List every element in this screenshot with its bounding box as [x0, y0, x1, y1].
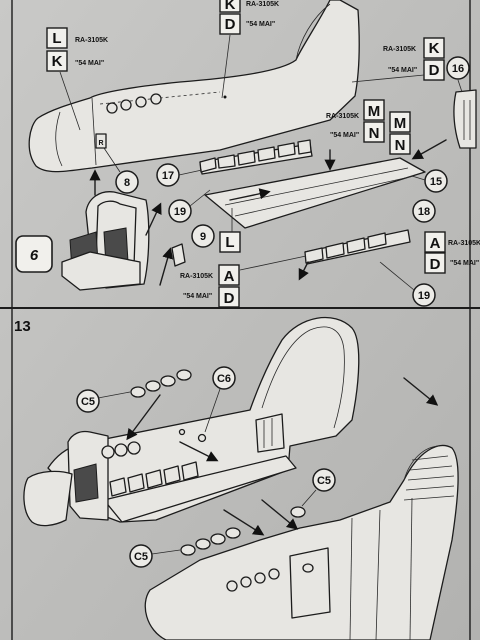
c5-windows-bottom	[180, 527, 241, 556]
decal-a-center: A	[224, 268, 235, 285]
c6-label: C6	[217, 373, 231, 385]
decal-reg-ad-right: RA-3105K	[448, 240, 480, 247]
decal-reg-right: RA-3105K	[383, 46, 416, 53]
decal-a-right: A	[430, 235, 441, 252]
decal-l: L	[52, 30, 61, 47]
step-13-assembly: 13 C5	[14, 316, 459, 640]
decal-m-1: M	[368, 103, 381, 120]
part-15-label: 15	[430, 176, 442, 188]
part-18-seats	[304, 229, 411, 265]
decal-reg-top: RA-3105K	[246, 1, 279, 8]
c5-label-right: C5	[317, 475, 331, 487]
c5-windows-top	[130, 369, 192, 398]
decal-d-top: D	[225, 16, 236, 33]
decal-reg-mn: RA-3105K	[326, 113, 359, 120]
decal-reg-label: RA-3105K	[75, 37, 108, 44]
part-18-label: 18	[418, 206, 430, 218]
decal-n-1: N	[369, 125, 380, 142]
decal-l-center: L	[225, 234, 234, 251]
c5-label-top: C5	[81, 396, 95, 408]
part-9-label: 9	[200, 231, 206, 243]
decal-box-k	[46, 50, 68, 72]
step-13-number: 13	[14, 318, 31, 335]
part-19-label-a: 19	[174, 206, 186, 218]
decal-m-2: M	[394, 115, 407, 132]
decal-d-center: D	[224, 290, 235, 307]
decal-name-mn: "54 MAI"	[330, 132, 359, 139]
part-r-label: R	[98, 140, 103, 147]
c5-label-bottom: C5	[134, 551, 148, 563]
decal-k-right: K	[429, 40, 440, 57]
part-8-label: 8	[124, 177, 130, 189]
part-16-label: 16	[452, 63, 464, 75]
step-13-seats	[109, 461, 199, 497]
decal-name-ad-center: "54 MAI"	[183, 293, 212, 300]
decal-name-top: "54 MAI"	[246, 21, 275, 28]
decal-k-top: K	[225, 0, 236, 13]
decal-name-label: "54 MAI"	[75, 60, 104, 67]
decal-name-ad-right: "54 MAI"	[450, 260, 479, 267]
decal-reg-ad-center: RA-3105K	[180, 273, 213, 280]
part-19-label-b: 19	[418, 290, 430, 302]
part-17-label: 17	[162, 170, 174, 182]
decal-d-right: D	[429, 62, 440, 79]
part-17-seats	[199, 139, 313, 175]
step-6-assembly: R L K RA-3105K "54 MAI" K D RA-3105K "54…	[15, 0, 480, 308]
step-6-number: 6	[30, 247, 39, 264]
decal-n-2: N	[395, 137, 406, 154]
decal-box-l	[46, 27, 68, 49]
decal-name-right: "54 MAI"	[388, 67, 417, 74]
decal-d-lower-right: D	[430, 256, 441, 273]
decal-k: K	[52, 53, 63, 70]
step-6-badge	[15, 235, 53, 273]
